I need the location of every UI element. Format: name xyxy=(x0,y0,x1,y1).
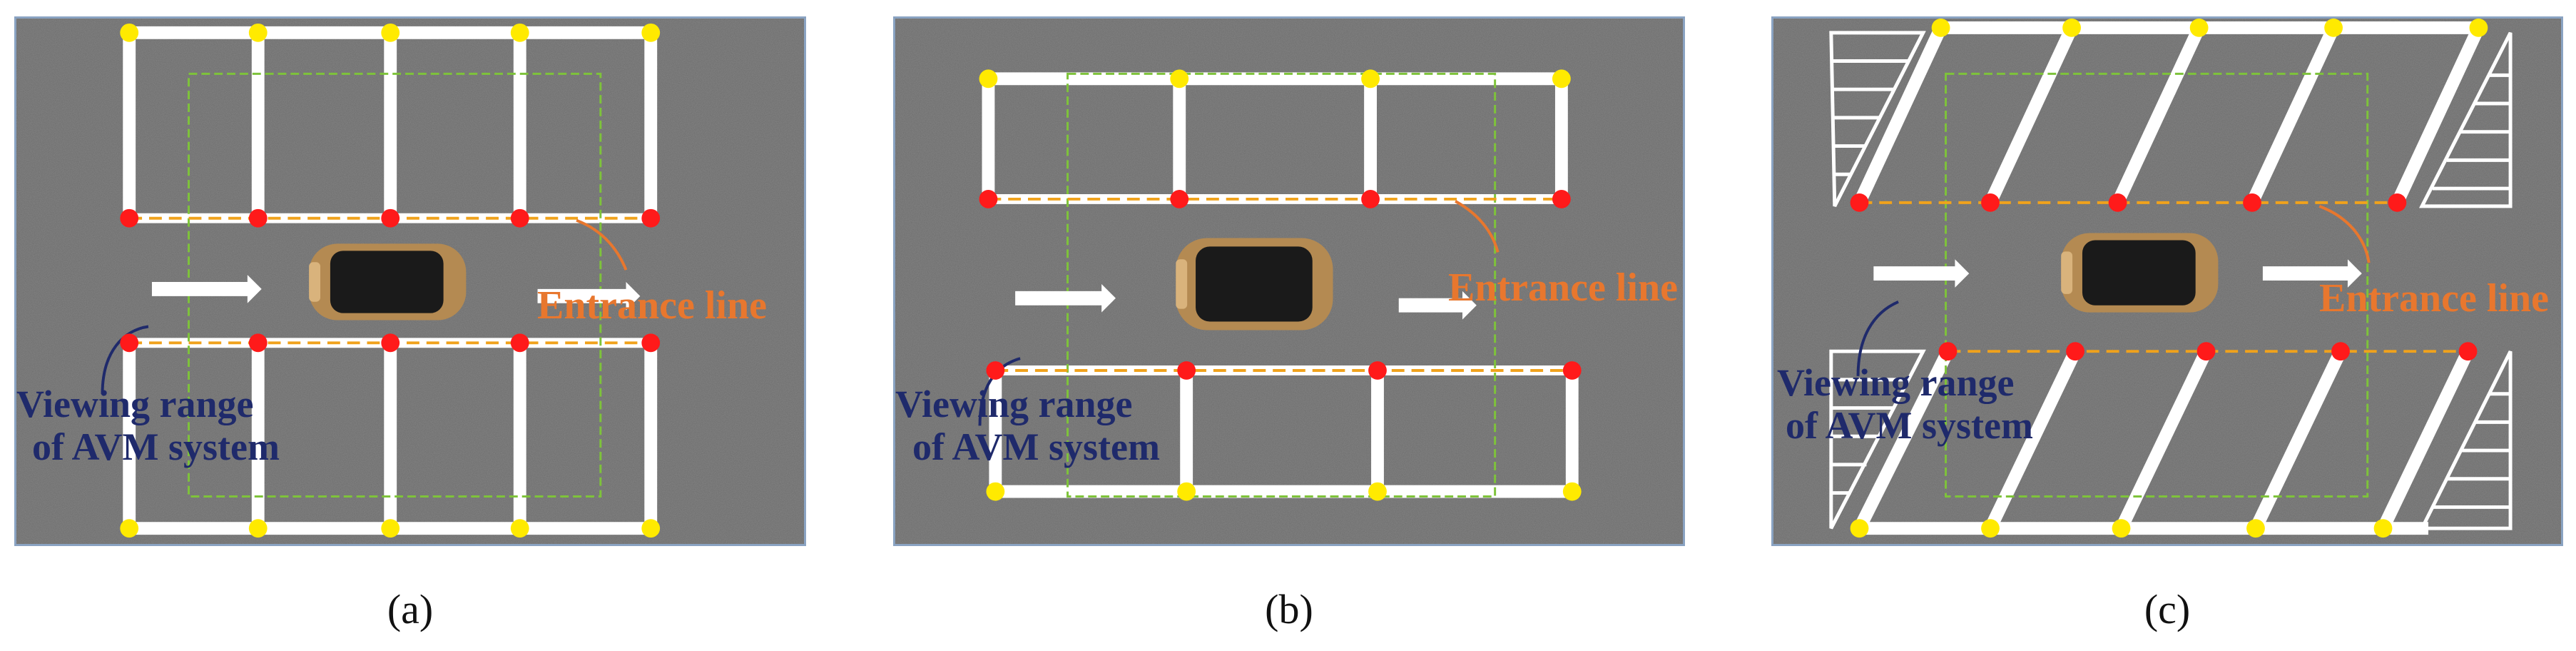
avm-viewing-range xyxy=(1945,72,2369,498)
outer-corner-points xyxy=(120,23,661,538)
avm-label-line2: of AVM system xyxy=(1786,404,2033,447)
parking-diagram-perpendicular xyxy=(17,19,803,544)
avm-callout-curve xyxy=(1856,300,1899,376)
entrance-line-label: Entrance line xyxy=(2319,276,2549,321)
avm-range-label: Viewing range of AVM system xyxy=(1777,361,2033,447)
avm-label-line1: Viewing range xyxy=(16,383,254,425)
caption-c: (c) xyxy=(2144,586,2191,632)
avm-label-line1: Viewing range xyxy=(1777,361,2015,404)
panel-c: Entrance line Viewing range of AVM syste… xyxy=(1771,16,2563,546)
hatched-area-bottom-left xyxy=(1829,349,1926,530)
caption-a: (a) xyxy=(387,586,434,632)
avm-label-line2: of AVM system xyxy=(912,425,1160,468)
hatched-area-bottom-right xyxy=(2419,350,2513,530)
panel-b: Entrance line Viewing range of AVM syste… xyxy=(893,16,1685,546)
avm-range-label: Viewing range of AVM system xyxy=(895,383,1160,468)
outer-corner-points xyxy=(979,69,1582,501)
caption-b: (b) xyxy=(1265,586,1313,632)
hatched-area-top-left xyxy=(1829,31,1926,207)
direction-arrows xyxy=(1873,259,2362,288)
parking-diagram-angled xyxy=(1774,19,2560,544)
hatched-area-top-right xyxy=(2419,31,2513,208)
entrance-callout-curve xyxy=(1455,200,1500,253)
entrance-callout-curve xyxy=(2318,204,2371,263)
avm-callout-curve xyxy=(978,357,1021,426)
slot-lines-top xyxy=(1850,19,2488,211)
entrance-line-label: Entrance line xyxy=(537,283,767,328)
entrance-lines xyxy=(988,197,1572,372)
slot-lines-bottom xyxy=(1850,343,2477,538)
avm-label-line2: of AVM system xyxy=(32,425,280,468)
panel-a: Entrance line Viewing range of AVM syste… xyxy=(14,16,806,546)
direction-arrows xyxy=(151,275,641,311)
parking-diagram-parallel xyxy=(896,19,1682,544)
entrance-callout-curve xyxy=(576,218,628,271)
avm-label-line1: Viewing range xyxy=(895,383,1133,425)
entrance-corner-points xyxy=(979,190,1582,380)
entrance-corner-points xyxy=(120,208,661,353)
car-icon xyxy=(309,243,467,321)
entrance-corner-points xyxy=(1850,193,2478,361)
avm-viewing-range xyxy=(1066,72,1497,498)
avm-range-label: Viewing range of AVM system xyxy=(16,383,280,468)
avm-callout-curve xyxy=(101,325,149,394)
car-icon xyxy=(1176,238,1333,330)
outer-corner-points xyxy=(1850,19,2488,538)
car-icon xyxy=(2061,233,2219,313)
entrance-line-label: Entrance line xyxy=(1448,266,1678,310)
